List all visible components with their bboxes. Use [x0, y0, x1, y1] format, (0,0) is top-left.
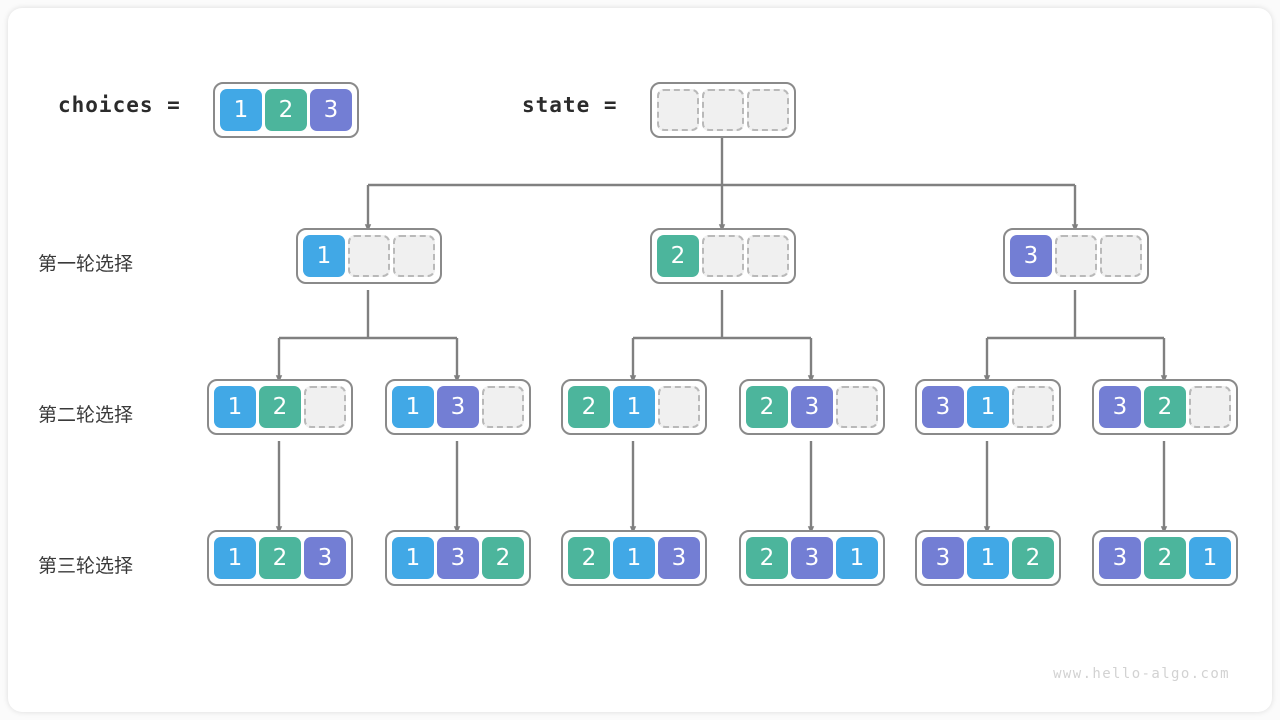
diagram-card [8, 8, 1272, 712]
r2n5-cell-2-empty [1012, 386, 1054, 428]
r3n1-cell-0: 1 [214, 537, 256, 579]
r2n3-cell-0: 2 [568, 386, 610, 428]
state-node-r1-2: 2 [650, 228, 796, 284]
state-label: state = [522, 93, 618, 117]
r1n3-cell-0: 3 [1010, 235, 1052, 277]
r3n2-cell-1: 3 [437, 537, 479, 579]
state-cell-0-empty [657, 89, 699, 131]
r2n4-cell-0: 2 [746, 386, 788, 428]
r3n5-cell-0: 3 [922, 537, 964, 579]
r3n4-cell-2: 1 [836, 537, 878, 579]
row-label-round-1: 第一轮选择 [38, 253, 134, 275]
r3n6-cell-2: 1 [1189, 537, 1231, 579]
r2n2-cell-1: 3 [437, 386, 479, 428]
r1n3-cell-2-empty [1100, 235, 1142, 277]
r3n4-cell-0: 2 [746, 537, 788, 579]
watermark: www.hello-algo.com [1053, 666, 1230, 682]
state-cell-1-empty [702, 89, 744, 131]
r3n1-cell-1: 2 [259, 537, 301, 579]
r3n2-cell-2: 2 [482, 537, 524, 579]
r2n2-cell-2-empty [482, 386, 524, 428]
row-label-round-3: 第三轮选择 [38, 555, 134, 577]
r3n5-cell-2: 2 [1012, 537, 1054, 579]
r3n6-cell-1: 2 [1144, 537, 1186, 579]
state-array [650, 82, 796, 138]
row-label-round-2: 第二轮选择 [38, 404, 134, 426]
r3n3-cell-0: 2 [568, 537, 610, 579]
r1n3-cell-1-empty [1055, 235, 1097, 277]
r2n5-cell-0: 3 [922, 386, 964, 428]
choices-label: choices = [58, 93, 181, 117]
r2n5-cell-1: 1 [967, 386, 1009, 428]
r2n3-cell-1: 1 [613, 386, 655, 428]
r2n4-cell-2-empty [836, 386, 878, 428]
r3n3-cell-2: 3 [658, 537, 700, 579]
r2n1-cell-2-empty [304, 386, 346, 428]
state-node-r1-1: 1 [296, 228, 442, 284]
r3n4-cell-1: 3 [791, 537, 833, 579]
r1n2-cell-2-empty [747, 235, 789, 277]
r2n2-cell-0: 1 [392, 386, 434, 428]
r2n6-cell-0: 3 [1099, 386, 1141, 428]
r2n3-cell-2-empty [658, 386, 700, 428]
r1n1-cell-2-empty [393, 235, 435, 277]
state-cell-2-empty [747, 89, 789, 131]
r1n2-cell-1-empty [702, 235, 744, 277]
r3n1-cell-2: 3 [304, 537, 346, 579]
choices-cell-0: 1 [220, 89, 262, 131]
r3n6-cell-0: 3 [1099, 537, 1141, 579]
r2n4-cell-1: 3 [791, 386, 833, 428]
r3n2-cell-0: 1 [392, 537, 434, 579]
choices-cell-2: 3 [310, 89, 352, 131]
r2n1-cell-1: 2 [259, 386, 301, 428]
r1n2-cell-0: 2 [657, 235, 699, 277]
r1n1-cell-1-empty [348, 235, 390, 277]
r2n1-cell-0: 1 [214, 386, 256, 428]
state-node-r1-3: 3 [1003, 228, 1149, 284]
r3n3-cell-1: 1 [613, 537, 655, 579]
r2n6-cell-1: 2 [1144, 386, 1186, 428]
r3n5-cell-1: 1 [967, 537, 1009, 579]
choices-cell-1: 2 [265, 89, 307, 131]
r1n1-cell-0: 1 [303, 235, 345, 277]
r2n6-cell-2-empty [1189, 386, 1231, 428]
